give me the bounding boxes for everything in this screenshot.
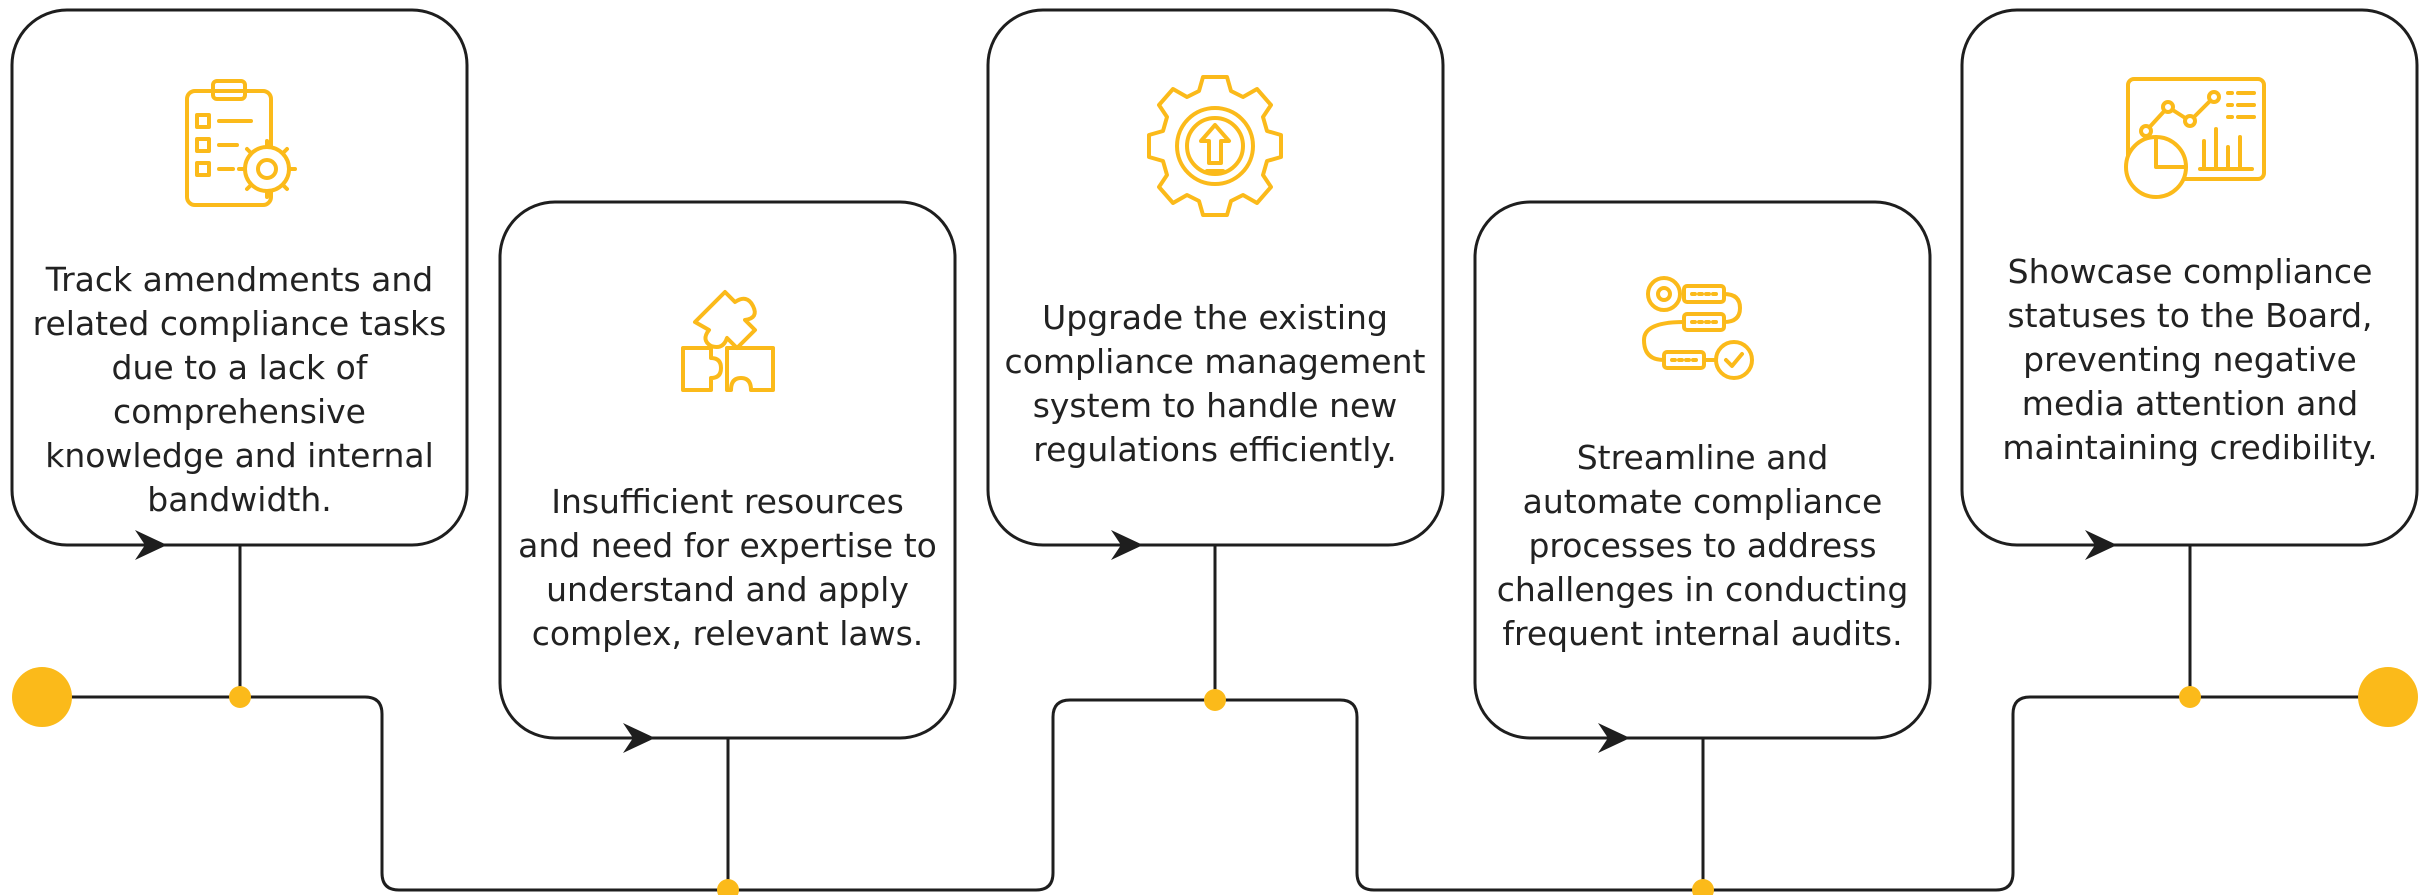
card-1-arrow <box>135 530 167 560</box>
timeline-line <box>42 695 2388 892</box>
card-4 <box>1473 200 1932 895</box>
card-1 <box>10 8 469 708</box>
card-3-arrow <box>1111 530 1143 560</box>
card-3-text: Upgrade the existing compliance manageme… <box>1004 298 1426 469</box>
card-1-node <box>229 686 251 708</box>
card-5-node <box>2179 686 2201 708</box>
card-4-arrow <box>1598 723 1630 753</box>
card-4-node <box>1692 879 1714 895</box>
process-flow-icon <box>1642 276 1754 380</box>
card-5-text: Showcase compliance statuses to the Boar… <box>2002 252 2378 467</box>
card-2 <box>498 200 957 895</box>
puzzle-icon <box>681 290 775 392</box>
card-2-node <box>717 879 739 895</box>
analytics-dashboard-icon <box>2124 77 2266 199</box>
card-5-arrow <box>2085 530 2117 560</box>
start-node <box>12 667 72 727</box>
card-2-arrow <box>623 723 655 753</box>
card-1-text: Track amendments and related compliance … <box>32 260 447 519</box>
gear-upgrade-icon <box>1147 75 1283 217</box>
card-3 <box>986 8 1445 711</box>
card-2-box <box>498 200 957 740</box>
card-2-text: Insufficient resources and need for expe… <box>518 482 937 653</box>
card-5 <box>1960 8 2419 708</box>
card-4-text: Streamline and automate compliance proce… <box>1496 438 1909 653</box>
card-3-node <box>1204 689 1226 711</box>
clipboard-gear-icon <box>185 79 297 207</box>
end-node <box>2358 667 2418 727</box>
